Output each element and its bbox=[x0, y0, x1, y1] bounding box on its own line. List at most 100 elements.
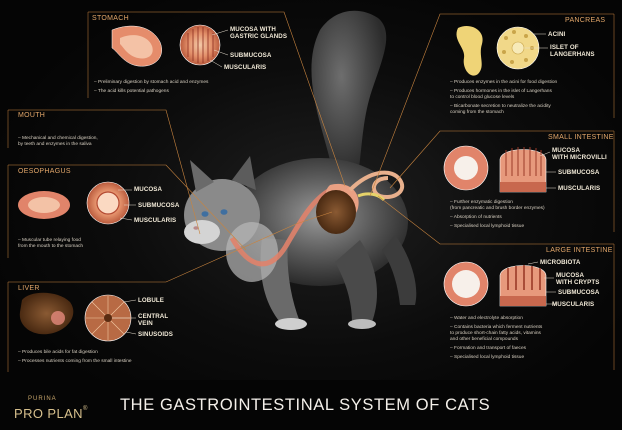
pancreas-heading: PANCREAS bbox=[565, 17, 606, 24]
oesophagus-illustrations bbox=[18, 181, 136, 225]
mouth-bullets: Mechanical and chemical digestion, by te… bbox=[18, 124, 98, 154]
pancreas-bullets: Produces enzymes in the acini for food d… bbox=[450, 80, 557, 116]
section-frames bbox=[7, 12, 615, 372]
pancreas-organ bbox=[357, 192, 386, 202]
digestive-tract-overlay bbox=[229, 170, 404, 267]
oesophagus-label-muscularis: MUSCULARIS bbox=[134, 217, 177, 224]
small-intestine-bullet-2: Absorption of nutrients bbox=[450, 215, 545, 221]
stomach-gland-lines bbox=[187, 27, 214, 63]
liver-label-sinusoids: SINUSOIDS bbox=[138, 331, 173, 338]
large-intestine-label-submucosa: SUBMUCOSA bbox=[558, 289, 600, 296]
liver-bullet-1: Produces bile acids for fat digestion bbox=[18, 350, 132, 356]
stomach-illustrations bbox=[111, 24, 229, 68]
stomach-cross-section bbox=[179, 24, 221, 66]
mouth-bullet-1: Mechanical and chemical digestion, by te… bbox=[18, 136, 98, 148]
oesophagus-tube bbox=[229, 187, 332, 267]
small-intestine-illustrations bbox=[443, 145, 556, 193]
cat-chest bbox=[226, 222, 278, 282]
footer-bar bbox=[0, 380, 622, 430]
leader-lines bbox=[8, 11, 614, 283]
large-intestine-bullet-1: Water and electrolyte absorption bbox=[450, 316, 542, 322]
page-title: THE GASTROINTESTINAL SYSTEM OF CATS bbox=[120, 396, 491, 414]
small-intestine-label-mucosa: MUCOSA WITH MICROVILLI bbox=[552, 147, 607, 161]
small-intestine-lumen bbox=[454, 156, 478, 180]
pancreas-bullet-3: Bicarbonate secretion to neutralize the … bbox=[450, 104, 557, 116]
large-intestine-crypts bbox=[507, 265, 541, 290]
cat-ear-left bbox=[190, 160, 214, 192]
liver-pointer-lines bbox=[112, 299, 137, 335]
stomach-label-muscularis: MUSCULARIS bbox=[224, 64, 267, 71]
cat-tail bbox=[311, 10, 387, 175]
brand-logo: PRO PLAN® bbox=[14, 406, 88, 421]
pancreas-islet bbox=[511, 41, 525, 55]
cat-paw bbox=[275, 318, 307, 330]
stomach-bullet-2: The acid kills potential pathogens bbox=[94, 89, 208, 95]
large-intestine-bullet-4: Specialised local lymphoid tissue bbox=[450, 355, 542, 361]
small-intestine-bullets: Further enzymatic digestion (from pancre… bbox=[450, 200, 545, 230]
pancreas-bullet-2: Produces hormones in the islet of Langer… bbox=[450, 89, 557, 101]
oesophagus-lumen bbox=[28, 197, 60, 213]
liver-bullets: Produces bile acids for fat digestion Pr… bbox=[18, 350, 132, 365]
liver-label-lobule: LOBULE bbox=[138, 297, 165, 304]
brand-name: PRO PLAN bbox=[14, 406, 83, 421]
liver-shape bbox=[19, 292, 74, 335]
small-intestine-label-muscularis: MUSCULARIS bbox=[558, 185, 601, 192]
pancreas-bullet-1: Produces enzymes in the acini for food d… bbox=[450, 80, 557, 86]
liver-organ bbox=[316, 190, 356, 234]
brand-purina: PURINA bbox=[28, 396, 57, 402]
large-intestine-bullet-2: Contains bacteria which ferment nutrient… bbox=[450, 325, 542, 343]
oesophagus-bullets: Muscular tube relaying food from the mou… bbox=[18, 238, 83, 250]
large-intestine-label-muscularis: MUSCULARIS bbox=[552, 301, 595, 308]
oesophagus-label-mucosa: MUCOSA bbox=[134, 186, 163, 193]
large-intestine-illustrations bbox=[443, 261, 556, 307]
large-intestine-label-microbiota: MICROBIOTA bbox=[540, 259, 581, 266]
oesophagus-heading: OESOPHAGUS bbox=[18, 168, 71, 175]
large-intestine-heading: LARGE INTESTINE bbox=[546, 247, 613, 254]
small-intestine-bullet-3: Specialised local lymphoid tissue bbox=[450, 224, 545, 230]
cat-back-paw bbox=[348, 319, 376, 329]
stomach-label-submucosa: SUBMUCOSA bbox=[230, 52, 272, 59]
cat-ear-right bbox=[232, 156, 256, 190]
mouth-heading: MOUTH bbox=[18, 112, 46, 119]
pancreas-shape bbox=[456, 25, 483, 76]
stomach-cut bbox=[120, 35, 153, 59]
oesophagus-bullet-1: Muscular tube relaying food from the mou… bbox=[18, 238, 83, 250]
small-intestine-bullet-1: Further enzymatic digestion (from pancre… bbox=[450, 200, 545, 212]
cat-back-leg-right bbox=[382, 235, 417, 305]
intestine-organ bbox=[348, 170, 404, 199]
large-intestine-bullets: Water and electrolyte absorption Contain… bbox=[450, 316, 542, 360]
stomach-heading: STOMACH bbox=[92, 15, 129, 22]
large-intestine-lumen bbox=[452, 270, 480, 298]
small-intestine-pointer-lines bbox=[539, 151, 556, 189]
large-intestine-muscle-layer bbox=[500, 296, 546, 306]
cat-eye-right bbox=[220, 209, 228, 215]
small-intestine-villi bbox=[505, 147, 542, 176]
liver-heading: LIVER bbox=[18, 285, 40, 292]
stomach-label-mucosa: MUCOSA WITH GASTRIC GLANDS bbox=[230, 26, 288, 40]
stomach-bullet-1: Preliminary digestion by stomach acid an… bbox=[94, 80, 208, 86]
large-intestine-bullet-3: Formation and transport of faeces bbox=[450, 346, 542, 352]
cat-nose bbox=[193, 226, 199, 230]
liver-bullet-2: Processes nutrients coming from the smal… bbox=[18, 359, 132, 365]
pancreas-illustrations bbox=[456, 25, 548, 76]
cat-muzzle bbox=[184, 220, 220, 244]
liver-central-vein bbox=[104, 314, 112, 322]
liver-highlight bbox=[51, 311, 65, 325]
large-intestine-pointer-lines bbox=[527, 261, 556, 305]
cat-eye-left bbox=[201, 211, 209, 217]
brand-mark: ® bbox=[82, 406, 88, 412]
oesophagus-pointer-lines bbox=[118, 189, 136, 221]
pancreas-label-islet: ISLET OF LANGERHANS bbox=[550, 44, 595, 58]
oesophagus-inner-ring bbox=[96, 191, 120, 215]
cat-hind-leg bbox=[335, 240, 377, 322]
oesophagus-label-submucosa: SUBMUCOSA bbox=[138, 202, 180, 209]
small-intestine-muscle-layer bbox=[500, 182, 546, 192]
liver-illustrations bbox=[19, 292, 137, 342]
stomach-pointer-lines bbox=[209, 29, 229, 68]
small-intestine-label-submucosa: SUBMUCOSA bbox=[558, 169, 600, 176]
large-intestine-label-mucosa: MUCOSA WITH CRYPTS bbox=[556, 272, 600, 286]
pancreas-label-acini: ACINI bbox=[548, 31, 566, 38]
pancreas-pointer-lines bbox=[524, 33, 548, 49]
